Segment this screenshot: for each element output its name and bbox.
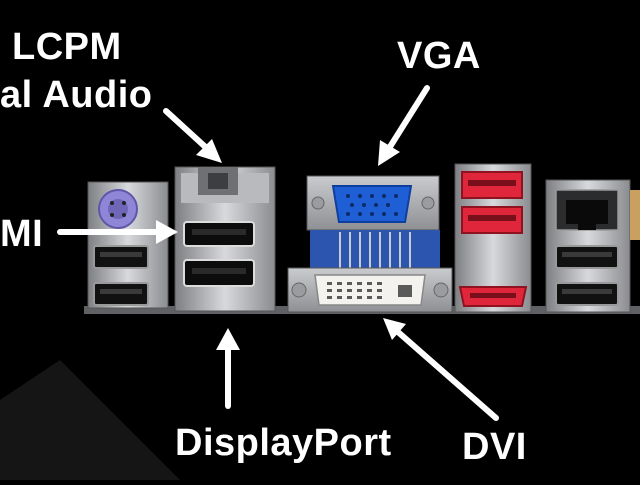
vga-dvi-stack <box>287 175 453 313</box>
lan-usb-stack <box>545 179 640 313</box>
label-vga: VGA <box>397 35 481 77</box>
label-hdmi: MI <box>0 213 44 255</box>
hdmi-displayport-stack <box>174 166 276 312</box>
vga-port <box>331 185 413 223</box>
label-optical-audio: al Audio <box>0 74 153 116</box>
arrow-icon <box>216 328 240 409</box>
label-displayport: DisplayPort <box>175 422 392 464</box>
ps2-usb-stack <box>87 181 169 309</box>
arrow-icon <box>57 220 178 244</box>
arrow-icon <box>378 85 430 166</box>
label-dvi: DVI <box>462 426 527 468</box>
esata-usb-stack <box>454 163 532 313</box>
arrow-icon <box>163 108 222 163</box>
arrow-icon <box>383 318 499 421</box>
background-shadow-shape <box>0 360 180 480</box>
label-lcpm: LCPM <box>12 26 122 68</box>
